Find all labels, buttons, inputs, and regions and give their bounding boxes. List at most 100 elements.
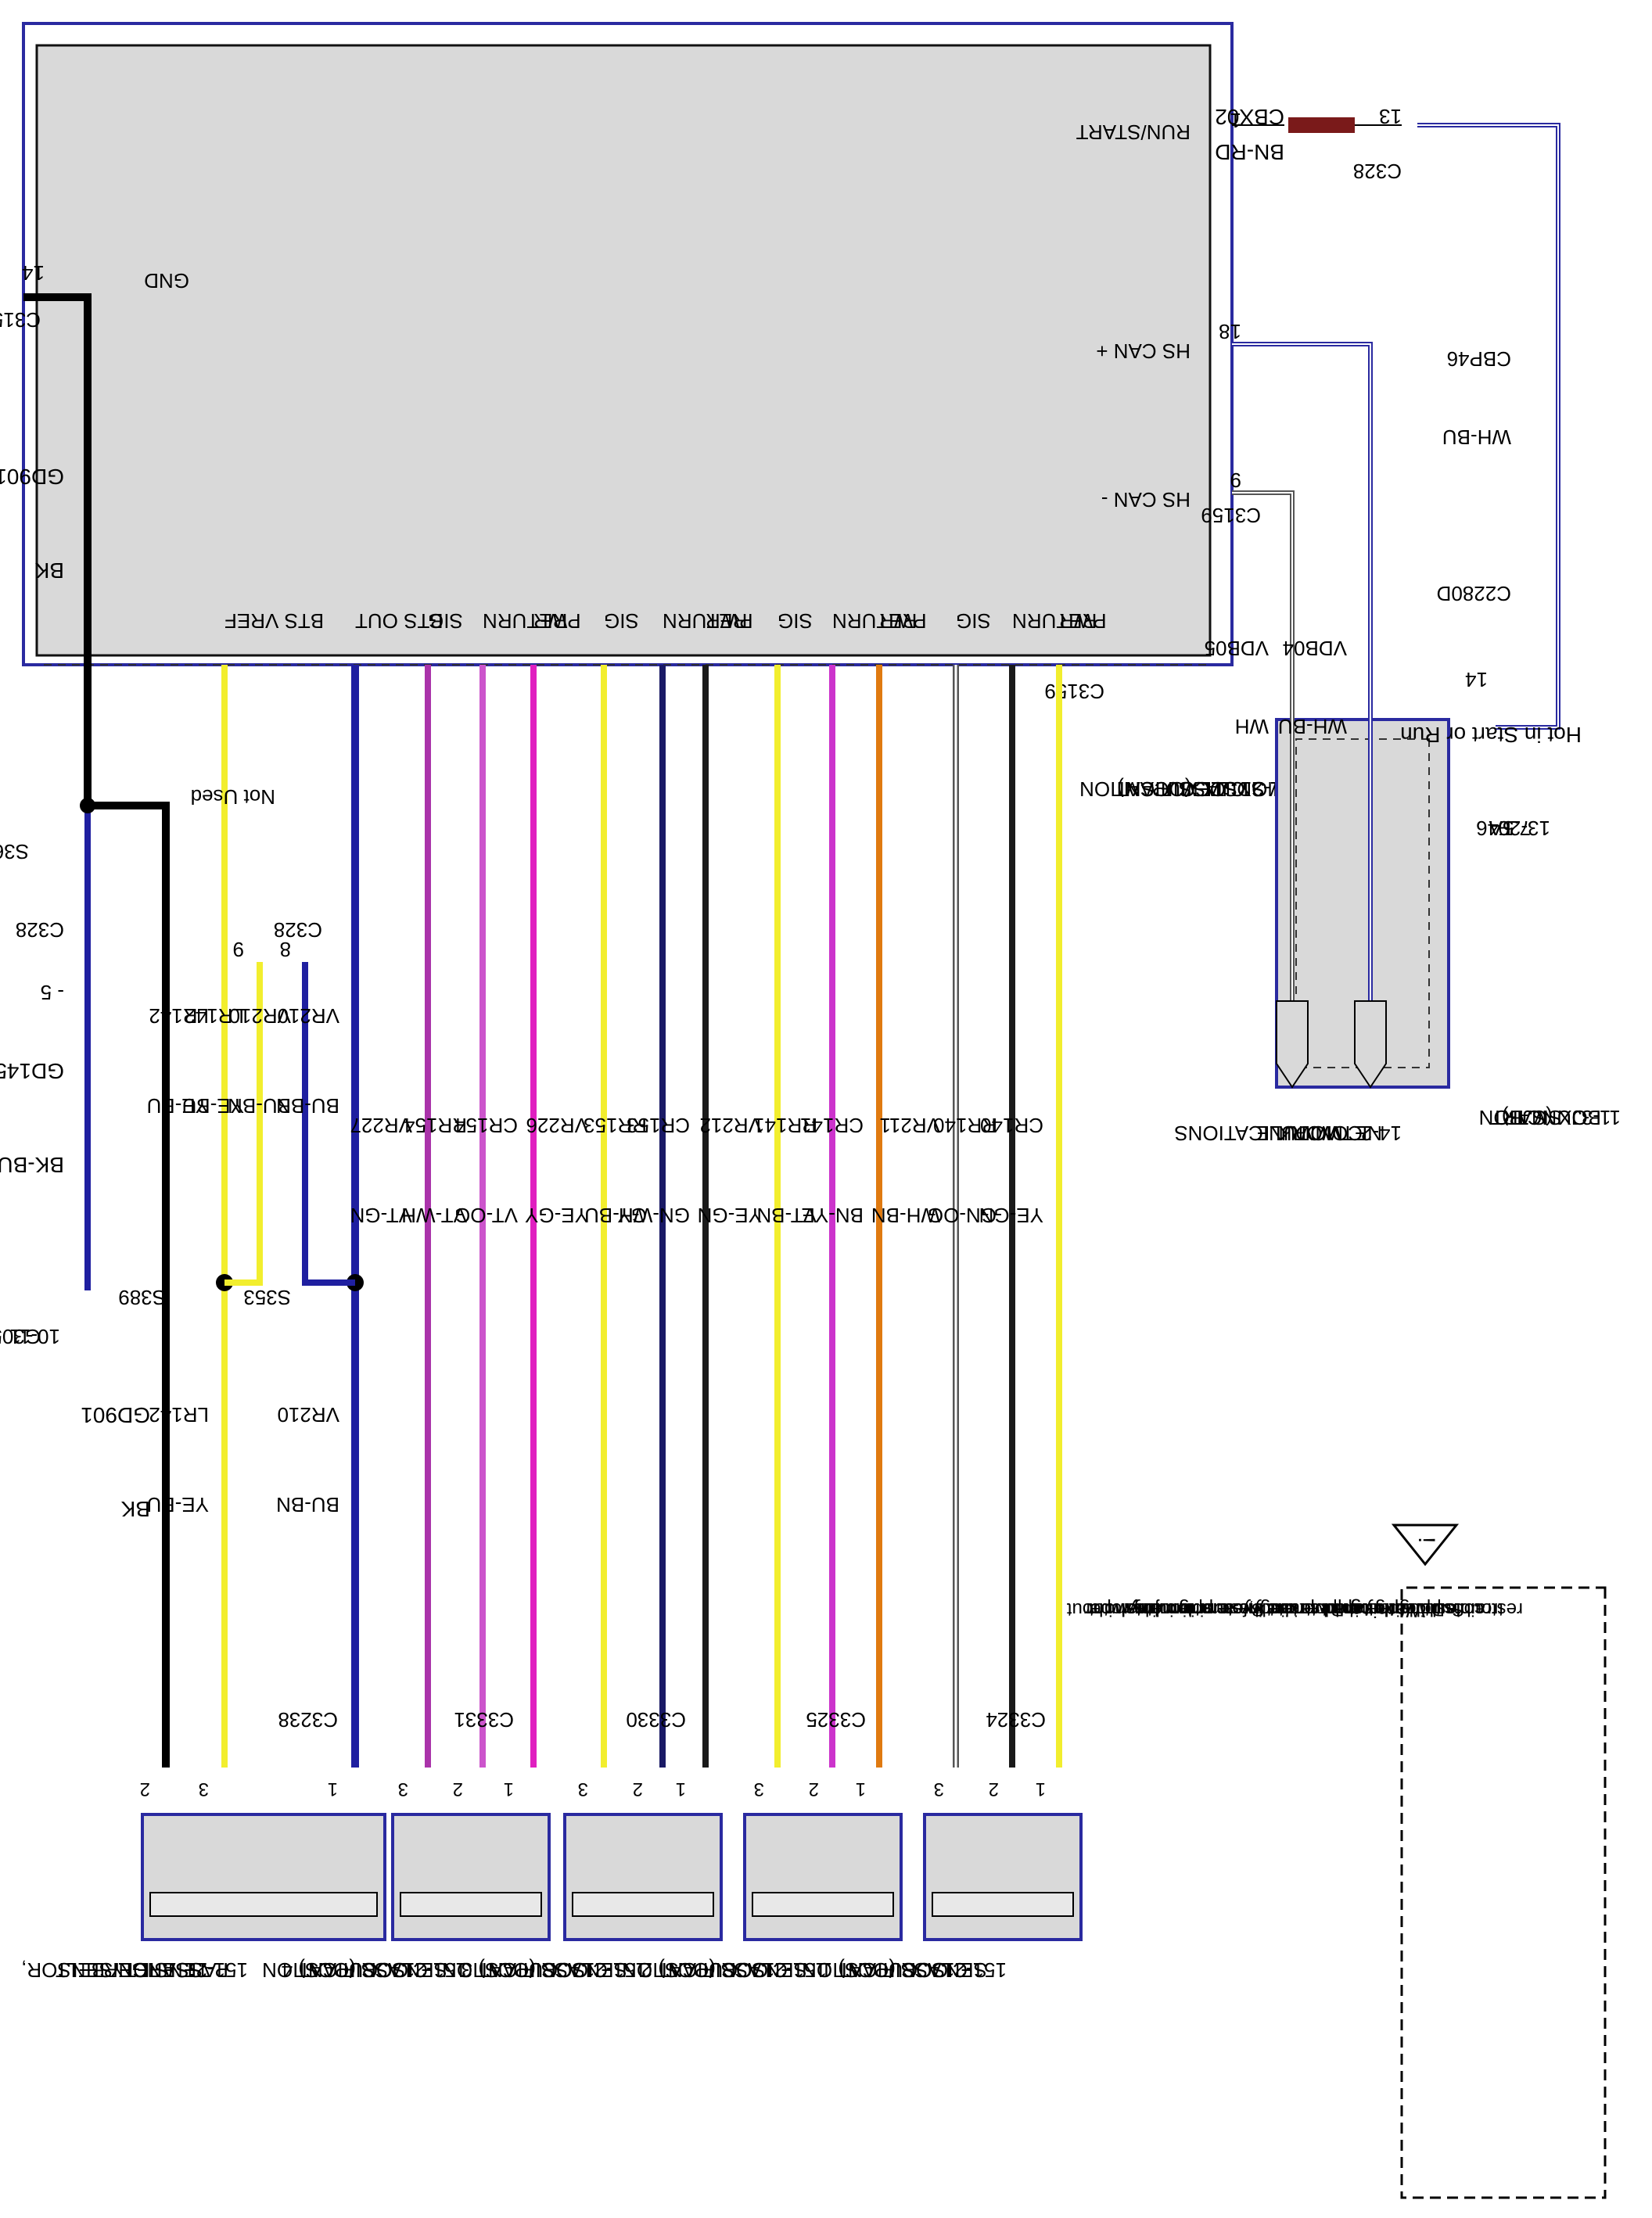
wire-rr140: RR140 xyxy=(933,1114,997,1137)
ocsm-name-line3: SYSTEM xyxy=(1181,777,1265,801)
c328-5-pin: - 5 xyxy=(41,981,64,1004)
sensor-ocs4-name3: SENSOR (OCS) 4 xyxy=(282,1958,447,1982)
sensor-ocs4-name2: CLASSIFICATION xyxy=(262,1958,428,1982)
pin-label-gnd: GND xyxy=(144,269,189,293)
sjb-name-line1: SMART xyxy=(1491,1106,1562,1129)
sensor-bts-name2: TENSION SENSOR, xyxy=(21,1958,209,1982)
sensor-ocs3: C3330 1 2 3 OCCUPANT CLASSIFICATION SENS… xyxy=(442,1708,723,1982)
sensor-ocs1-name4: 151-21 xyxy=(943,1958,1007,1982)
pin-label-17: PWR xyxy=(533,609,581,633)
sensor-ocs4-name4: 151-21 xyxy=(404,1958,467,1982)
sjb-name-line3: BOX (SJB) xyxy=(1502,1106,1601,1129)
wire-rr154-color: VT-WH xyxy=(401,1204,467,1227)
sensor-ocs4-pin2: 2 xyxy=(453,1778,463,1800)
sensor-ocs4-connector: C3331 xyxy=(454,1708,514,1732)
not-used-connector: C328 xyxy=(274,918,322,942)
c2280d-label: C2280D xyxy=(1437,582,1511,605)
wire-vr210-lower: VR210 xyxy=(278,1403,340,1427)
warning-line2: Supplemental Restraint System circuitry … xyxy=(1066,1599,1464,1620)
sensor-ocs3-name2: CLASSIFICATION xyxy=(442,1958,608,1982)
sensor-bts-name1: SAFETY BELT xyxy=(56,1958,189,1982)
gd145-circuit: GD145 xyxy=(0,1059,64,1083)
sjb-name-line4: 11-3 xyxy=(1582,1106,1621,1129)
pin-label-7: SIG xyxy=(604,609,639,633)
fuse-ref: 13-20 xyxy=(1499,816,1551,840)
sensor-ocs1-pin3: 3 xyxy=(934,1778,944,1800)
sensor-bts-name3: PASSENGER xyxy=(103,1958,228,1982)
sensor-bts-pin3: 3 xyxy=(199,1778,209,1800)
sensor-ocs4-name1: OCCUPANT xyxy=(296,1958,408,1982)
sensor-bts-name4: 151-21 xyxy=(185,1958,248,1982)
nu-lr142-a: LR142 xyxy=(184,1004,244,1028)
ocsm-connector-label: C3159 xyxy=(1044,680,1104,703)
module-pin-labels: RUN/START HS CAN + HS CAN - GND xyxy=(144,120,1191,511)
sjb-name-line2: JUNCTION xyxy=(1479,1106,1582,1129)
sensor-wire-labels: CR140 YE-GN RR140 GN-OG VR211 WH-BN CR14… xyxy=(118,1004,1043,1516)
gd901-color: BK xyxy=(34,558,64,583)
pin-label-10: PWR xyxy=(879,609,927,633)
wire-vr210-upper: VR210 xyxy=(278,1004,340,1028)
sensor-ocs1: C3324 1 2 3 OCCUPANT CLASSIFICATION SENS… xyxy=(802,1708,1083,1982)
cbx02-color: BN-RD xyxy=(1215,140,1284,164)
wire-rr141: RR141 xyxy=(753,1114,817,1137)
gnd-pin: 14 xyxy=(22,261,45,285)
gd901-color-lower: BK xyxy=(120,1497,150,1521)
pin-label-6: RETURN xyxy=(663,609,747,633)
fuse-name: F46 xyxy=(1476,816,1511,840)
gnd-connector: C3159 xyxy=(0,308,41,332)
sensor-ocs3-pin3: 3 xyxy=(578,1778,588,1800)
pin-label-5: RETURN xyxy=(1012,609,1097,633)
wire-lr142-lower-color: YE-BU xyxy=(147,1493,209,1516)
hs-can-minus-pin: 9 xyxy=(1230,468,1241,492)
pin-label-13: RETURN xyxy=(832,609,917,633)
nu-lr142-b: LR142 xyxy=(149,1004,209,1028)
pin-label-hs-can-plus: HS CAN + xyxy=(1096,339,1191,363)
nu-vr210: VR210 xyxy=(229,1004,292,1028)
sensor-ocs2-connector: C3325 xyxy=(806,1708,866,1732)
sjb-header: Hot in Start or Run xyxy=(1400,723,1582,747)
hs-can-plus-pin: 18 xyxy=(1219,320,1241,343)
s353-label: S353 xyxy=(243,1286,291,1309)
ocsm-name: C3159 OCCUPANT CLASSIFICATION SYSTEM MOD… xyxy=(1044,680,1304,801)
ocsm-name-line2: CLASSIFICATION xyxy=(1079,777,1245,801)
ocsm-name-line4: MODULE (OCSM) xyxy=(1117,777,1284,801)
c328-5-label: C328 xyxy=(16,918,64,942)
cbp46-color: WH-BU xyxy=(1442,425,1511,449)
wire-rr140-color: GN-OG xyxy=(928,1204,997,1227)
svg-text:!: ! xyxy=(1413,1537,1439,1543)
sensor-ocs3-name4: 151-21 xyxy=(584,1958,647,1982)
nu-lr142-b-color: YE-BU xyxy=(147,1094,209,1118)
cbp46-circuit: CBP46 xyxy=(1447,347,1511,371)
sensor-ocs2-pin3: 3 xyxy=(754,1778,764,1800)
wire-vr211: VR211 xyxy=(879,1114,940,1137)
sensor-bts-pin2: 2 xyxy=(140,1778,150,1800)
sensor-ocs1-connector: C3324 xyxy=(986,1708,1046,1732)
wire-cr140: CR140 xyxy=(980,1114,1043,1137)
wire-vr211-color: WH-BN xyxy=(871,1204,940,1227)
sensor-ocs2-name2: CLASSIFICATION xyxy=(622,1958,788,1982)
power-feed: 1 CBX02 BN-RD 13 C328 CBP46 WH-BU C2280D… xyxy=(1215,105,1560,730)
sensor-ocs3-pin1: 1 xyxy=(676,1778,686,1800)
wire-cr154-color: VT-OG xyxy=(454,1204,518,1227)
wire-rr153: RR153 xyxy=(584,1114,647,1137)
wire-cr141-color: BN-YE xyxy=(802,1204,864,1227)
c2280d-pin: 14 xyxy=(1465,668,1488,691)
sensor-ocs1-name1: OCCUPANT xyxy=(835,1958,948,1982)
sensor-ocs2-pin2: 2 xyxy=(809,1778,819,1800)
wire-cr153-color: GN-WH xyxy=(619,1204,690,1227)
wire-vr210-upper-color: BU-BN xyxy=(276,1094,339,1118)
not-used-label: Not Used xyxy=(191,785,275,809)
sensor-ocs2-name4: 151-21 xyxy=(763,1958,827,1982)
pin-label-4: SIG xyxy=(778,609,813,633)
sensor-belt-tension: C3238 1 3 2 SAFETY BELT TENSION SENSOR, … xyxy=(21,1708,386,1982)
sensor-ocs4-pin3: 3 xyxy=(398,1778,408,1800)
sensor-ocs2: C3325 1 2 3 OCCUPANT CLASSIFICATION SENS… xyxy=(622,1708,903,1982)
ocsm-name-line1: OCCUPANT xyxy=(1113,777,1226,801)
wire-cr153: CR153 xyxy=(627,1114,690,1137)
ground-circuit: 14 C3159 GD901 BK S368 C328 - 5 GD145 BK… xyxy=(0,261,170,1768)
network-name-line2: COMMUNICATIONS xyxy=(1174,1122,1363,1145)
network-name-line3: NETWORK xyxy=(1277,1122,1382,1145)
fuse-rating: 7.5A xyxy=(1489,816,1531,840)
wire-vr210-lower-color: BU-BN xyxy=(276,1493,339,1516)
